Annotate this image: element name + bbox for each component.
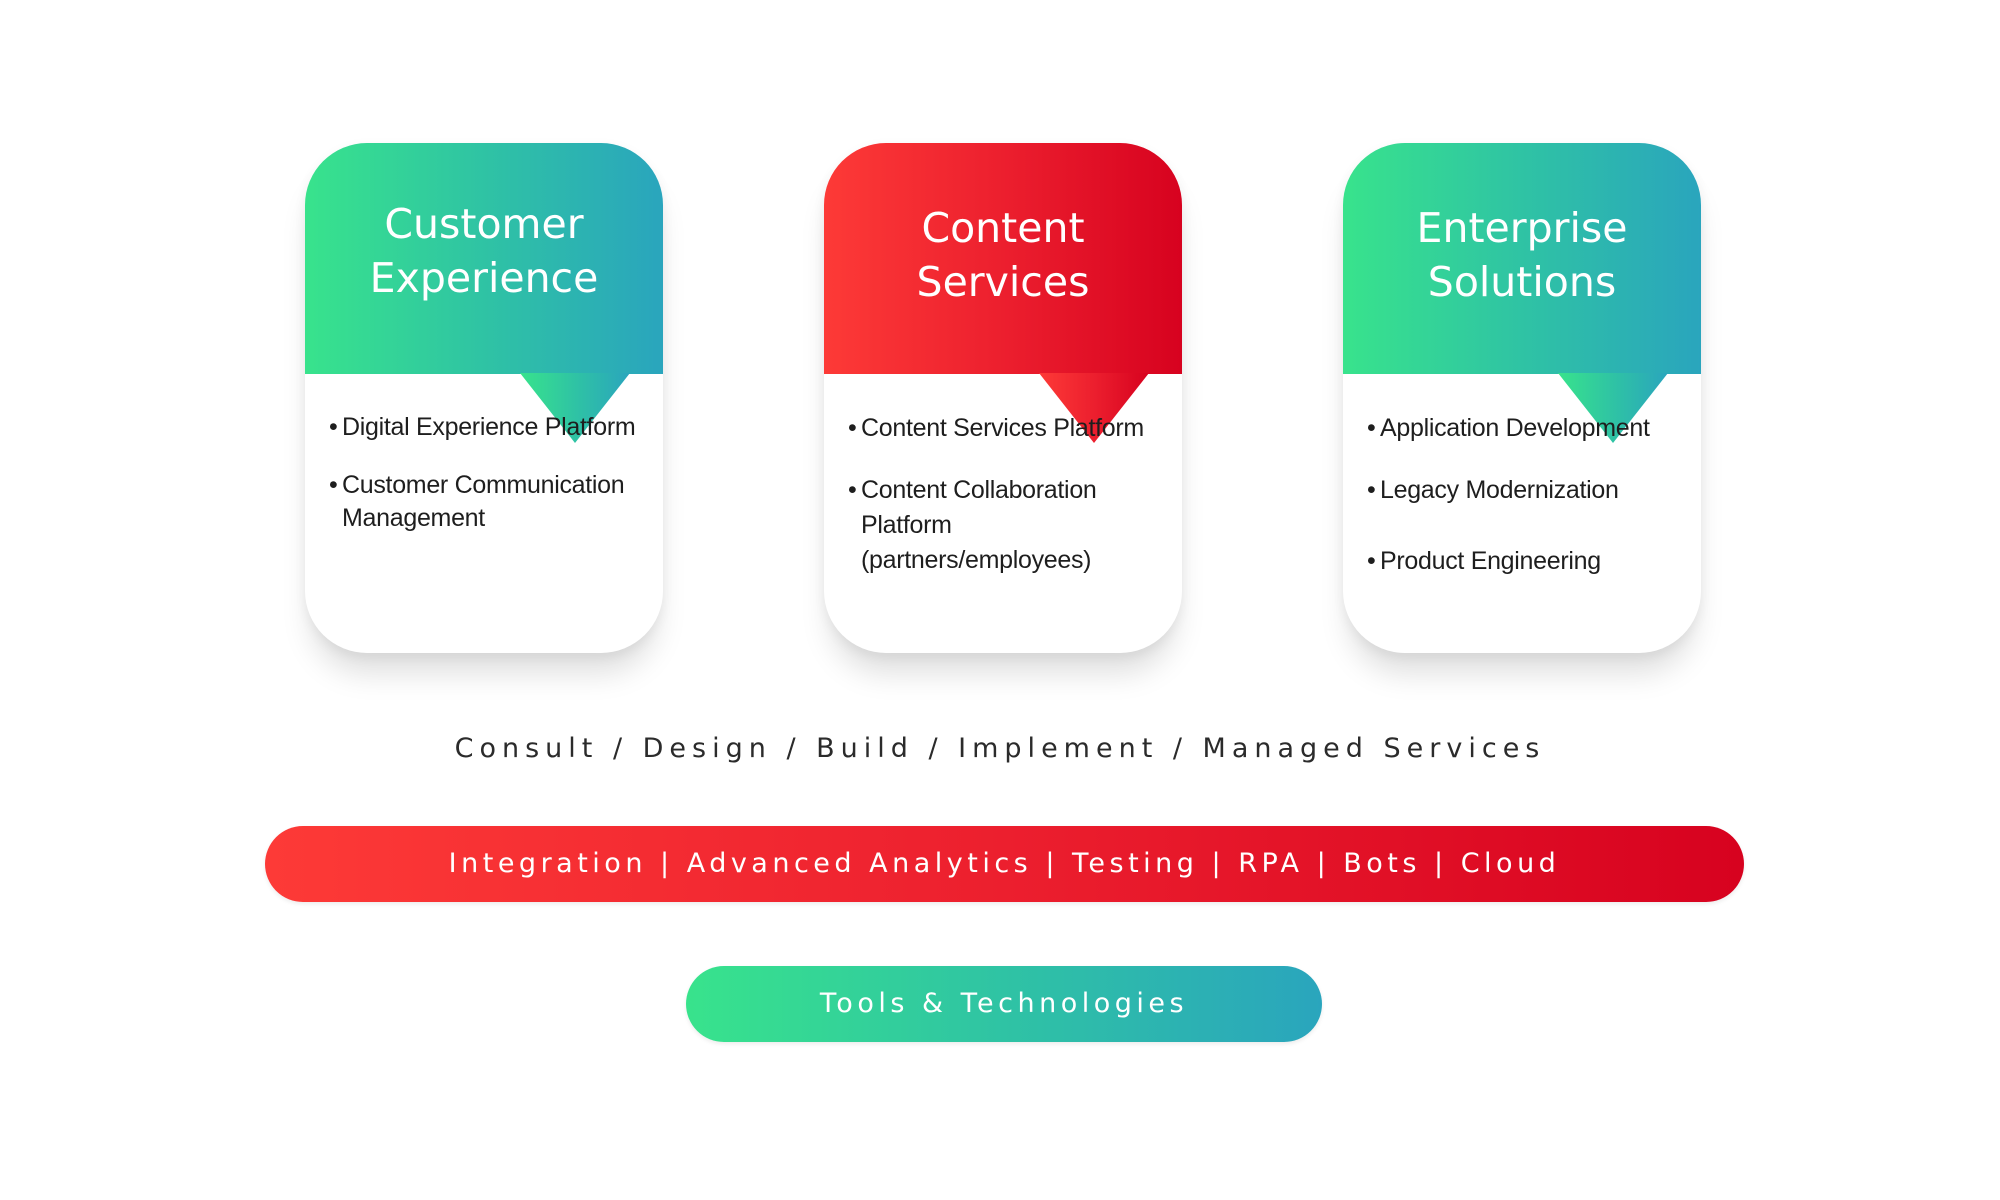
bullet-icon: • bbox=[329, 471, 338, 499]
capabilities-bar: Integration | Advanced Analytics | Testi… bbox=[265, 826, 1744, 902]
card-content-services: Content Services •Content Services Platf… bbox=[824, 143, 1182, 653]
bullet-icon: • bbox=[848, 414, 857, 442]
list-item: •Customer Communication Management bbox=[329, 471, 625, 532]
list-item: •Digital Experience Platform bbox=[329, 411, 654, 444]
list-item: •Content Services Platform bbox=[848, 411, 1178, 446]
card-item-list: •Content Services Platform •Content Coll… bbox=[848, 411, 1178, 578]
card-item-list: •Application Development •Legacy Moderni… bbox=[1367, 411, 1692, 579]
list-item: •Legacy Modernization bbox=[1367, 473, 1692, 508]
card-title: Customer Experience bbox=[369, 200, 599, 302]
bullet-icon: • bbox=[1367, 414, 1376, 442]
list-item: •Content Collaboration Platform (partner… bbox=[848, 473, 1178, 578]
card-title: Content Services bbox=[916, 204, 1090, 306]
services-tagline: Consult / Design / Build / Implement / M… bbox=[454, 733, 1546, 764]
card-title: Enterprise Solutions bbox=[1416, 204, 1628, 306]
list-item: •Product Engineering bbox=[1367, 544, 1692, 579]
list-item: •Application Development bbox=[1367, 411, 1692, 446]
card-item-list: •Digital Experience Platform •Customer C… bbox=[329, 411, 654, 535]
card-enterprise-solutions: Enterprise Solutions •Application Develo… bbox=[1343, 143, 1701, 653]
bullet-icon: • bbox=[329, 413, 338, 441]
card-customer-experience: Customer Experience •Digital Experience … bbox=[305, 143, 663, 653]
card-header: Content Services bbox=[824, 143, 1182, 374]
tools-technologies-bar: Tools & Technologies bbox=[686, 966, 1322, 1042]
card-header: Customer Experience bbox=[305, 143, 663, 374]
bullet-icon: • bbox=[1367, 476, 1376, 504]
bullet-icon: • bbox=[1367, 547, 1376, 575]
bullet-icon: • bbox=[848, 476, 857, 504]
card-header: Enterprise Solutions bbox=[1343, 143, 1701, 374]
